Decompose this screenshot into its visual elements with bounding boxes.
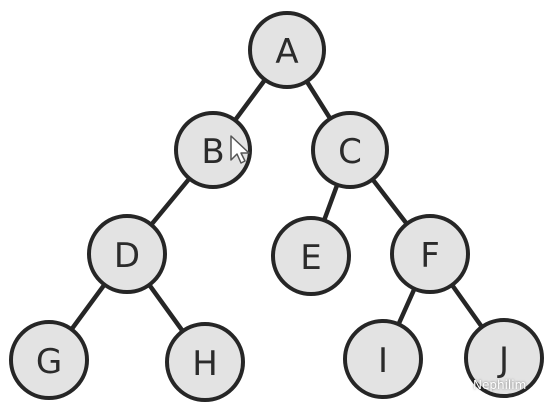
edges-layer <box>46 47 507 365</box>
node-e: E <box>271 216 351 296</box>
node-label: J <box>497 340 509 380</box>
node-label: B <box>201 132 224 172</box>
node-b: B <box>174 111 252 189</box>
node-circle <box>390 214 470 294</box>
node-circle <box>165 322 245 402</box>
watermark-text: Nephilim <box>473 378 527 392</box>
node-circle <box>174 111 252 189</box>
node-label: I <box>378 341 388 381</box>
node-j: J <box>464 318 544 398</box>
watermark: Nephilim <box>453 378 526 392</box>
nodes-layer: A B C D E F G H I J <box>9 11 544 402</box>
node-d: D <box>87 214 167 294</box>
node-label: H <box>192 344 218 384</box>
node-circle <box>248 11 326 89</box>
mouse-cursor-icon <box>230 135 250 164</box>
node-label: A <box>275 32 298 72</box>
node-circle <box>311 111 389 189</box>
node-circle <box>343 319 423 399</box>
node-label: D <box>114 236 140 276</box>
node-label: G <box>36 342 62 382</box>
node-circle <box>464 318 544 398</box>
node-f: F <box>390 214 470 294</box>
node-circle <box>9 320 89 400</box>
node-label: F <box>420 236 440 276</box>
node-label: E <box>300 238 321 278</box>
node-g: G <box>9 320 89 400</box>
node-h: H <box>165 322 245 402</box>
node-circle <box>271 216 351 296</box>
node-circle <box>87 214 167 294</box>
node-c: C <box>311 111 389 189</box>
node-i: I <box>343 319 423 399</box>
node-label: C <box>338 132 362 172</box>
node-a: A <box>248 11 326 89</box>
chat-bubbles-icon <box>453 379 469 391</box>
